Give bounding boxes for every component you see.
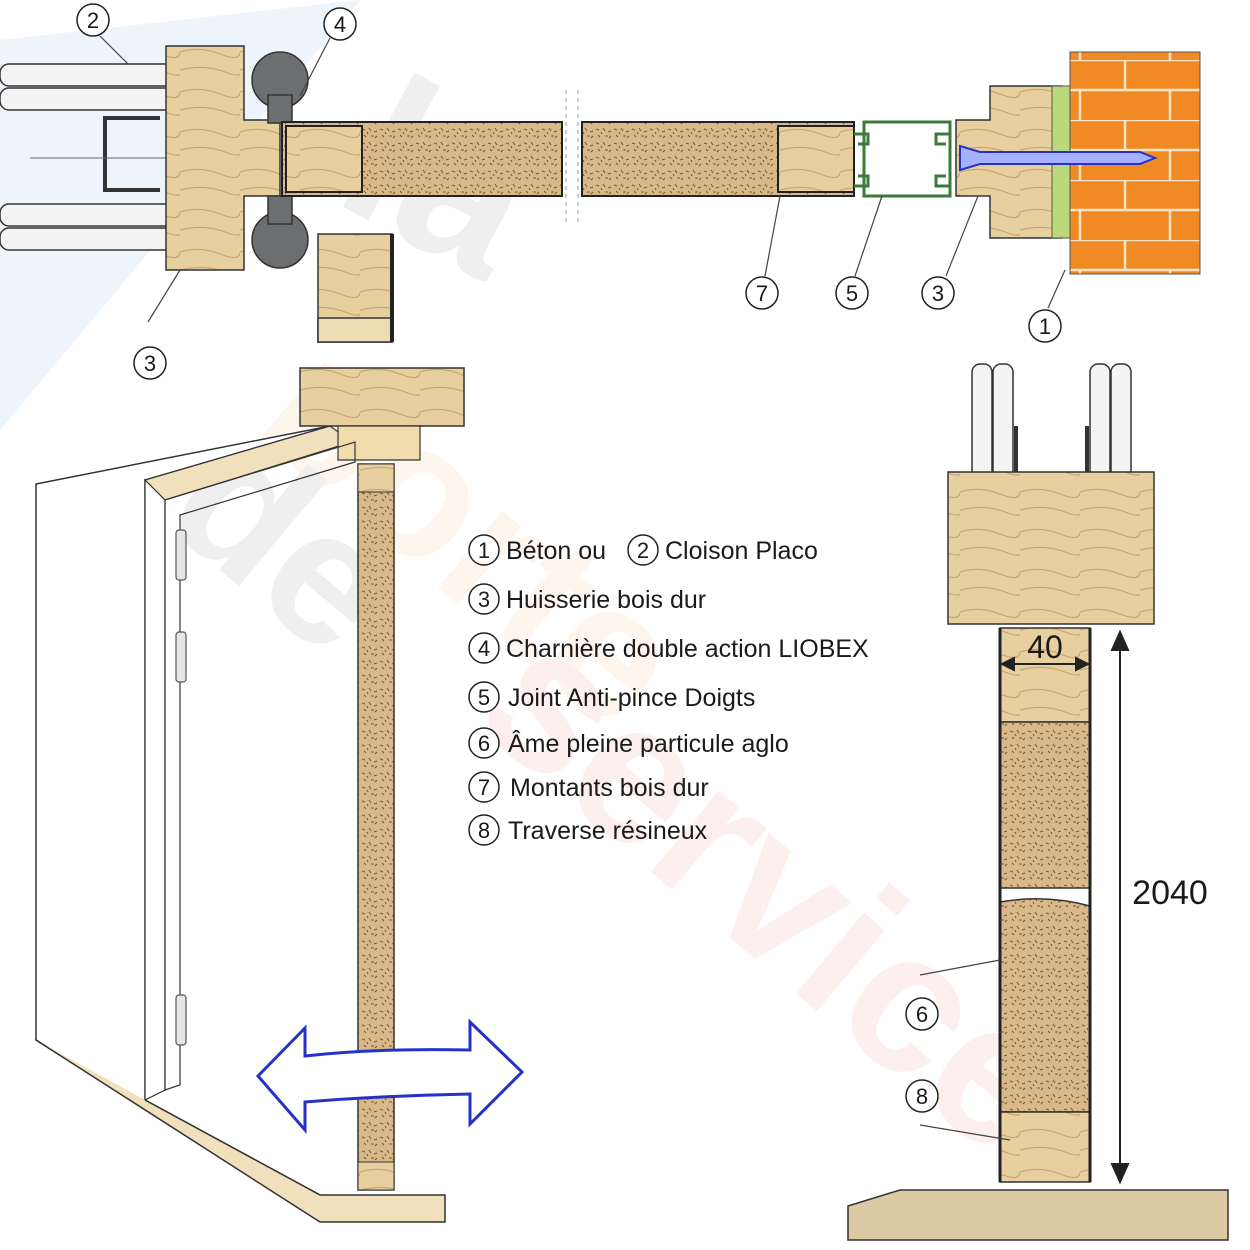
callout-2: 2 (87, 8, 99, 33)
callout-3-left: 3 (144, 351, 156, 376)
legend-text-1: Béton ou (506, 537, 606, 565)
door-perspective-view (35, 367, 525, 1223)
double-action-arrow-icon (255, 1018, 525, 1135)
legend: 1 2 3 4 5 6 7 8 Béton ou Cloison Placo H… (468, 534, 869, 846)
legend-num-4: 4 (478, 636, 490, 661)
callout-5: 5 (846, 281, 858, 306)
legend-text-4: Charnière double action LIOBEX (506, 635, 869, 663)
callout-1: 1 (1039, 314, 1051, 339)
thickness-value: 40 (1027, 629, 1063, 665)
callout-4: 4 (334, 12, 346, 37)
header-crosspiece-block (317, 233, 394, 343)
screw-icon (959, 144, 1158, 172)
door-hinges-3d (175, 529, 187, 1046)
vertical-section (847, 363, 1229, 1241)
legend-text-6: Âme pleine particule aglo (508, 729, 789, 758)
legend-num-1: 1 (478, 538, 490, 563)
break-lines (565, 90, 579, 225)
legend-text-5: Joint Anti-pince Doigts (508, 684, 755, 712)
callout-3-right: 3 (932, 281, 944, 306)
legend-num-3: 3 (478, 587, 490, 612)
anti-pinch-gasket (854, 120, 952, 198)
lintel-tenon (337, 425, 421, 461)
height-value: 2040 (1132, 874, 1208, 912)
height-dimension (1110, 629, 1130, 1185)
placo-partition (0, 63, 280, 251)
callout-6: 6 (916, 1002, 928, 1027)
leader-lines-plan (99, 35, 1066, 323)
placo-top (971, 363, 1132, 485)
floor-slab (35, 1039, 446, 1223)
lintel-block (299, 367, 465, 427)
legend-num-5: 5 (478, 685, 490, 710)
callouts (76, 3, 1062, 1113)
callout-8: 8 (916, 1084, 928, 1109)
plan-section (0, 35, 1201, 323)
bottom-rail (999, 1111, 1091, 1183)
legend-text-7: Montants bois dur (510, 774, 709, 802)
legend-text-3: Huisserie bois dur (506, 586, 706, 614)
core-upper (999, 721, 1091, 889)
frame-side-left (144, 478, 166, 1101)
door-leaf-plan (281, 121, 855, 197)
leader-lines-section (919, 959, 1011, 1141)
callout-7: 7 (756, 281, 768, 306)
hinge-icon (251, 51, 309, 269)
legend-text-2: Cloison Placo (665, 537, 818, 565)
floor-section (847, 1189, 1229, 1241)
legend-text-8: Traverse résineux (508, 817, 708, 845)
core-lower (999, 898, 1091, 1113)
legend-num-6: 6 (478, 731, 490, 756)
top-frame-section (947, 471, 1155, 625)
legend-num-8: 8 (478, 818, 490, 843)
legend-num-2: 2 (637, 538, 649, 563)
legend-num-7: 7 (478, 775, 490, 800)
thickness-dimension (999, 656, 1091, 672)
